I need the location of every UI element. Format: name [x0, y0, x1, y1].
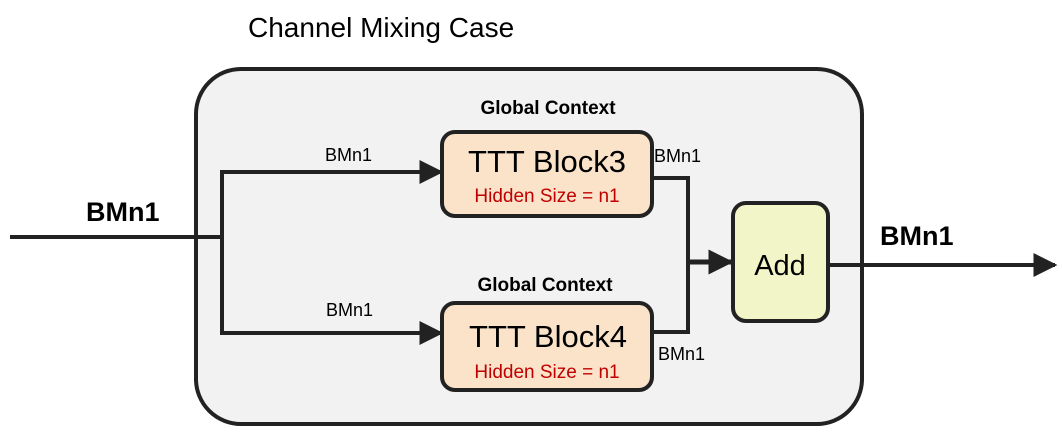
output-label: BMn1	[880, 221, 954, 251]
block4-hidden-size: Hidden Size = n1	[474, 362, 619, 383]
diagram-title: Channel Mixing Case	[248, 12, 514, 43]
block3-context-label: Global Context	[480, 98, 616, 119]
block3-input-label: BMn1	[325, 145, 372, 165]
block3-hidden-size: Hidden Size = n1	[474, 186, 619, 207]
channel-mixing-container	[194, 67, 864, 426]
input-label: BMn1	[86, 197, 160, 227]
block4-name: TTT Block4	[469, 319, 627, 354]
block4-output-label: BMn1	[658, 344, 705, 364]
block3-name: TTT Block3	[468, 144, 626, 179]
ttt-block4	[440, 301, 654, 392]
block4-output-line	[652, 262, 690, 334]
ttt-block3	[440, 130, 654, 218]
add-label: Add	[754, 250, 806, 282]
block4-input-label: BMn1	[326, 300, 373, 320]
add-node	[731, 201, 830, 323]
block4-context-label: Global Context	[477, 275, 613, 296]
block3-output-line	[652, 176, 690, 262]
block3-output-label: BMn1	[654, 146, 701, 166]
